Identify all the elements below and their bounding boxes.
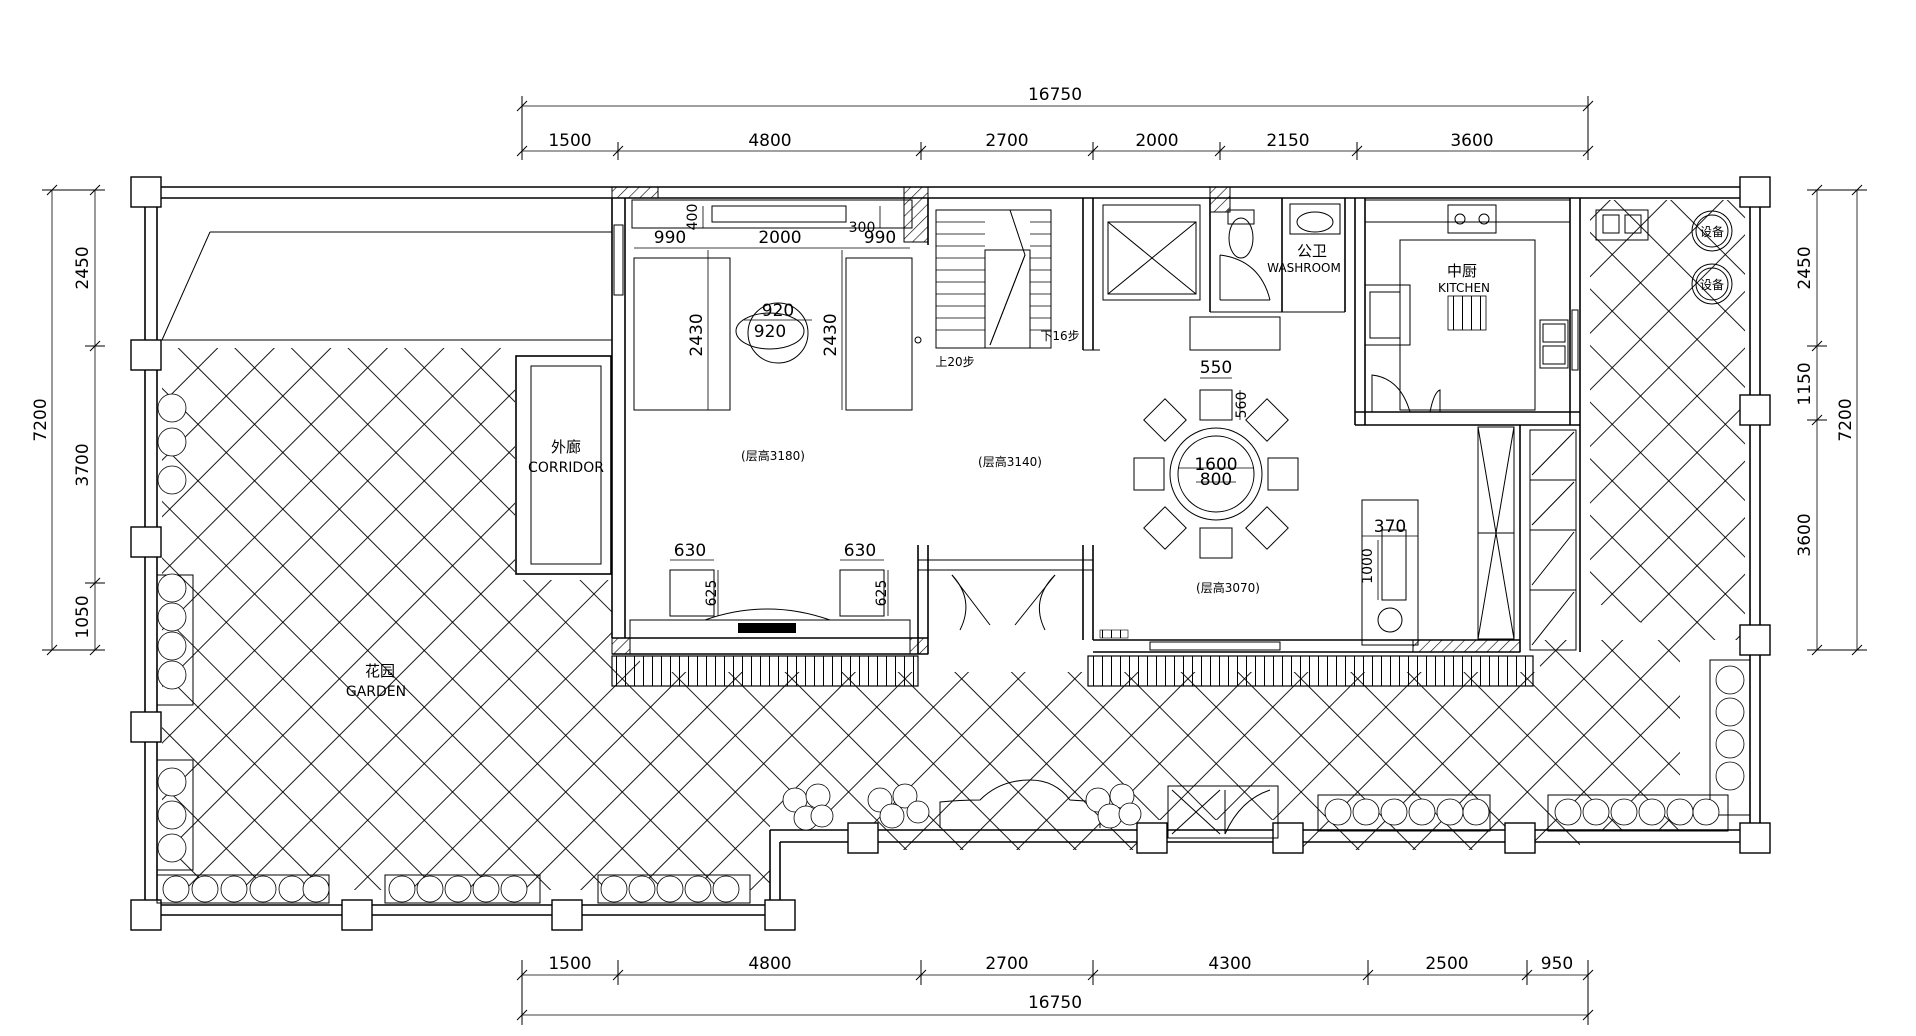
top-seg-5: 2150: [1266, 131, 1309, 151]
bottom-seg-1: 1500: [548, 954, 591, 974]
dimension-left: 7200 2450 3700 1050: [31, 184, 105, 656]
top-seg-3: 2700: [985, 131, 1028, 151]
equipment-top-label: 设备: [1700, 225, 1724, 239]
staircase: 下16步 上20步: [914, 209, 1080, 369]
dining-table-inner: 800: [1200, 470, 1232, 490]
sofa-length-left: 2430: [687, 313, 707, 356]
bottom-seg-2: 4800: [748, 954, 791, 974]
sofa-depth-left: 400: [685, 204, 701, 231]
washroom-label-en: WASHROOM: [1267, 261, 1341, 275]
dining-chair-width: 550: [1200, 358, 1232, 378]
equipment-area: 设备 设备: [1595, 209, 1733, 305]
chair-right-width: 630: [844, 541, 876, 561]
equipment-bottom-label: 设备: [1700, 278, 1724, 292]
cabinet-width: 370: [1374, 517, 1406, 537]
bottom-seg-5: 2500: [1425, 954, 1468, 974]
sofa-left-width: 990: [654, 228, 686, 248]
stair-down-label: 下16步: [1040, 329, 1079, 343]
sofa-right-width: 990: [864, 228, 896, 248]
chair-left-depth: 625: [704, 580, 720, 607]
dining-ceiling-height: (层高3070): [1196, 580, 1260, 595]
bottom-seg-6: 950: [1541, 954, 1573, 974]
right-total: 7200: [1836, 398, 1856, 441]
elevator-shaft: [1102, 204, 1281, 351]
top-total: 16750: [1028, 85, 1082, 105]
top-seg-6: 3600: [1450, 131, 1493, 151]
bottom-seg-3: 2700: [985, 954, 1028, 974]
washroom: 公卫 WASHROOM: [1219, 203, 1341, 301]
kitchen-label-en: KITCHEN: [1438, 281, 1490, 295]
top-seg-4: 2000: [1135, 131, 1178, 151]
bottom-total: 16750: [1028, 993, 1082, 1013]
dining-chair-depth: 560: [1234, 392, 1250, 419]
right-seg-1: 2450: [1795, 246, 1815, 289]
left-total: 7200: [31, 398, 51, 441]
kitchen-label-cn: 中厨: [1447, 262, 1477, 280]
garden-label-en: GARDEN: [346, 684, 406, 700]
living-room-furniture: 990 2000 990 400 300 2430 2430 920 920 6…: [631, 199, 913, 617]
left-seg-1: 2450: [73, 246, 93, 289]
top-seg-1: 1500: [548, 131, 591, 151]
sofa-length-right: 2430: [821, 313, 841, 356]
sofa-depth-right: 300: [849, 220, 876, 236]
terrace-railings: [611, 655, 1534, 839]
corridor-label-cn: 外廊: [551, 438, 581, 456]
garden-tiles: [162, 200, 1745, 890]
columns: [130, 176, 1771, 931]
washroom-label-cn: 公卫: [1297, 242, 1327, 260]
dimension-top: 16750 1500 4800 2700 2000 2150 3600: [516, 85, 1594, 160]
left-seg-2: 3700: [73, 443, 93, 486]
chair-left-width: 630: [674, 541, 706, 561]
chair-right-depth: 625: [874, 580, 890, 607]
cabinet-length: 1000: [1360, 548, 1376, 584]
garden-label-cn: 花园: [365, 662, 395, 680]
dimension-right: 2450 1150 3600 7200: [1795, 184, 1867, 656]
hall-ceiling-height: (层高3140): [978, 454, 1042, 469]
corridor-label-en: CORRIDOR: [528, 460, 604, 476]
dining-area: (层高3140) 1600 800 550 560 370 1000 (层: [951, 358, 1419, 646]
coffee-table-inner: 920: [754, 322, 786, 342]
coffee-table-outer: 920: [762, 301, 794, 321]
right-seg-3: 3600: [1795, 513, 1815, 556]
building-walls: [611, 186, 1588, 655]
dining-table-outer: 1600: [1194, 455, 1237, 475]
living-ceiling-height: (层高3180): [741, 448, 805, 463]
shrubs: [157, 393, 1745, 903]
sofa-gap: 2000: [758, 228, 801, 248]
dimension-bottom: 1500 4800 2700 4300 2500 950 16750: [516, 954, 1594, 1025]
top-seg-2: 4800: [748, 131, 791, 151]
stair-up-label: 上20步: [935, 355, 974, 369]
left-seg-3: 1050: [73, 595, 93, 638]
bottom-seg-4: 4300: [1208, 954, 1251, 974]
right-seg-2: 1150: [1795, 362, 1815, 405]
kitchen: 中厨 KITCHEN: [1364, 199, 1571, 413]
